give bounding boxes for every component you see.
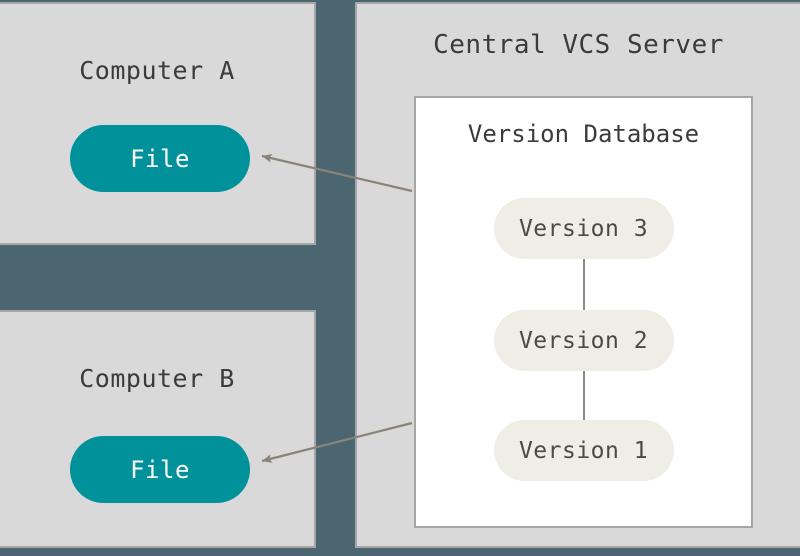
version-node-1[interactable]: Version 1	[493, 420, 674, 481]
version-database-title: Version Database	[467, 120, 700, 148]
computer-b-title: Computer B	[79, 364, 235, 393]
computer-a-title: Computer A	[79, 56, 235, 85]
panel-central-vcs-server: Central VCS Server Version Database Vers…	[355, 2, 800, 548]
file-node-computer-b[interactable]: File	[70, 436, 250, 503]
version-connector-3-to-2	[582, 259, 585, 310]
version-node-3[interactable]: Version 3	[493, 198, 674, 259]
version-connector-2-to-1	[582, 371, 585, 420]
version-node-2[interactable]: Version 2	[493, 310, 674, 371]
file-node-computer-a[interactable]: File	[70, 125, 250, 192]
server-title: Central VCS Server	[433, 30, 724, 60]
version-database-box: Version Database Version 3 Version 2 Ver…	[414, 96, 753, 528]
panel-computer-a: Computer A File	[0, 2, 316, 245]
panel-computer-b: Computer B File	[0, 310, 316, 548]
